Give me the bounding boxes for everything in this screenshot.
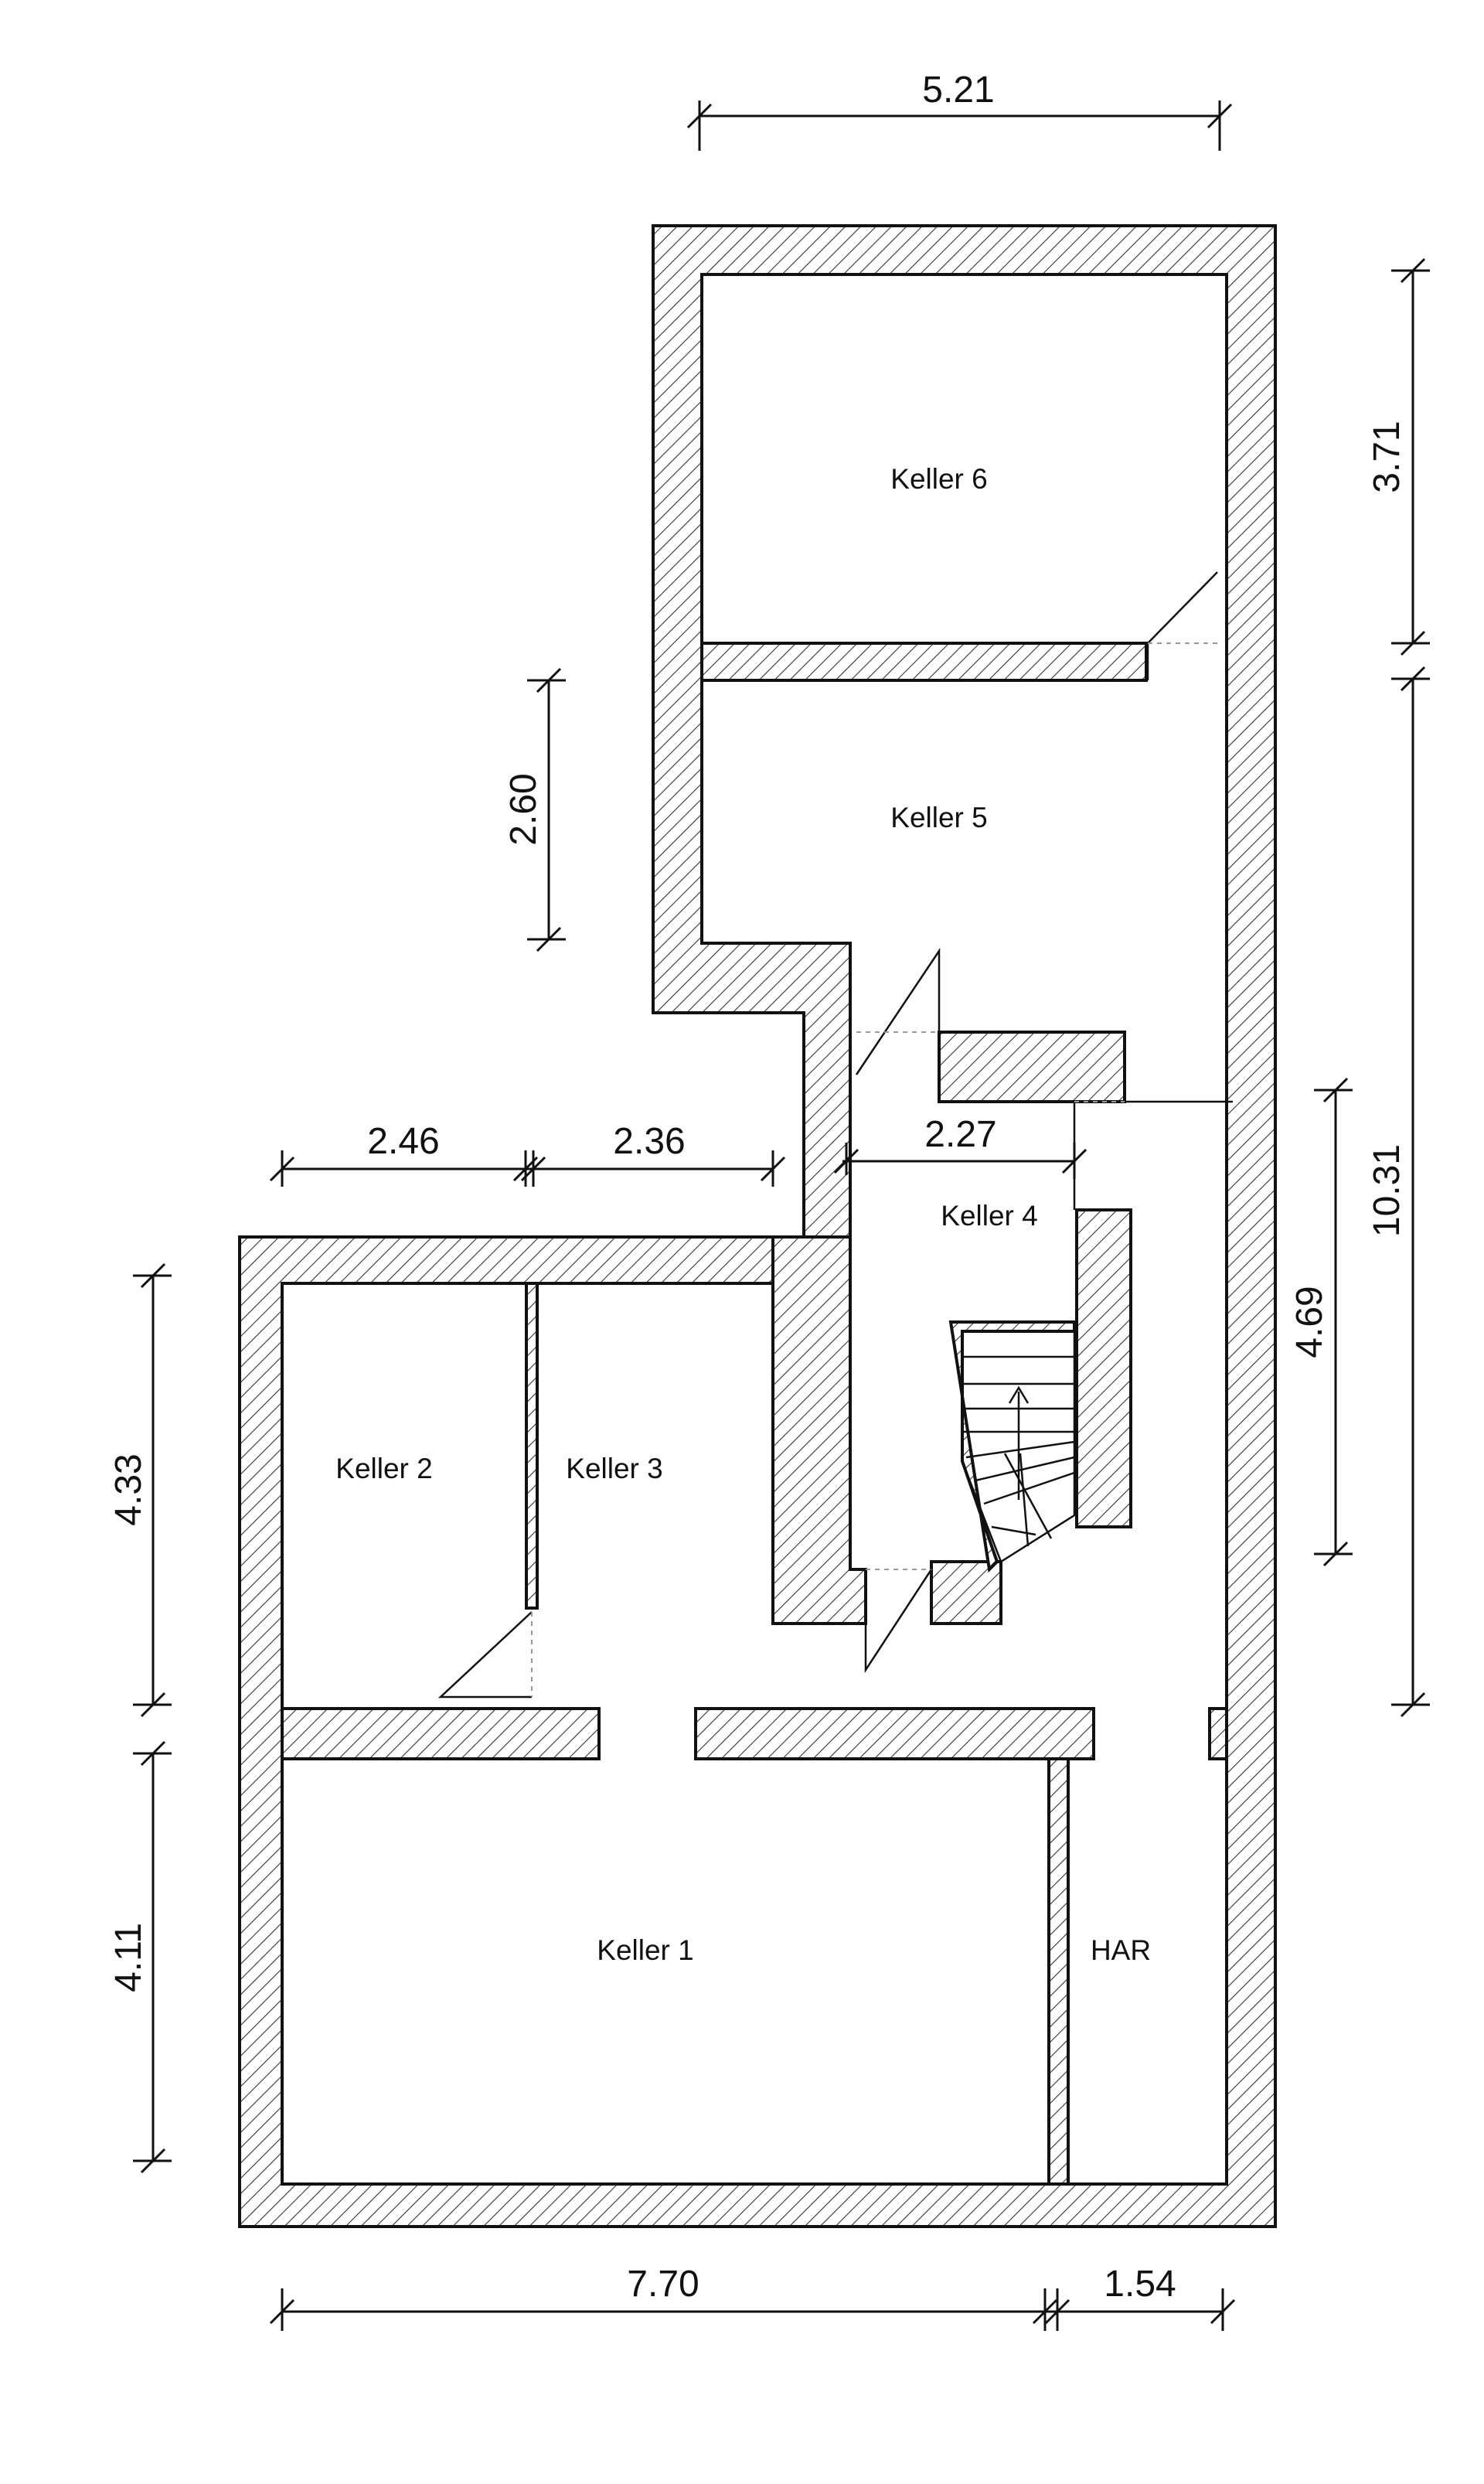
room-label-keller3: Keller 3 bbox=[566, 1453, 662, 1484]
dim-keller1-height: 4.11 bbox=[108, 1740, 172, 2174]
walls bbox=[238, 224, 1277, 2228]
dim-label-keller4-width: 2.27 bbox=[924, 1114, 996, 1155]
room-label-keller4: Keller 4 bbox=[941, 1200, 1037, 1232]
wall-stair-base bbox=[930, 1560, 1002, 1625]
dim-label-left-step-a: 2.46 bbox=[367, 1121, 439, 1162]
wall-har-right-stub bbox=[1208, 1707, 1228, 1760]
dim-keller6-height: 3.71 bbox=[1367, 257, 1430, 656]
room-label-har: HAR bbox=[1091, 1934, 1151, 1966]
door-keller3 bbox=[437, 1611, 533, 1699]
room-label-keller1: Keller 1 bbox=[597, 1934, 693, 1966]
room-label-keller2: Keller 2 bbox=[335, 1453, 432, 1484]
wall-k2-k3 bbox=[525, 1282, 539, 1610]
dim-label-keller1-height: 4.11 bbox=[108, 1923, 149, 1992]
wall-k6-k5 bbox=[700, 642, 1148, 682]
dim-top-width: 5.21 bbox=[686, 70, 1233, 151]
dim-label-right-total: 10.31 bbox=[1367, 1144, 1407, 1237]
dim-label-keller4-height: 4.69 bbox=[1289, 1286, 1330, 1358]
dim-keller23-height: 4.33 bbox=[108, 1262, 172, 1718]
outer-wall-upper bbox=[238, 224, 1277, 2228]
wall-k4-left bbox=[771, 1235, 867, 1625]
stair-arrow-icon bbox=[1008, 1385, 1030, 1500]
door-keller5 bbox=[855, 947, 941, 1075]
stairs bbox=[948, 1320, 1076, 1573]
dim-label-keller6-height: 3.71 bbox=[1367, 421, 1407, 492]
dim-label-keller23-height: 4.33 bbox=[108, 1453, 149, 1525]
room-label-keller5: Keller 5 bbox=[890, 802, 987, 833]
room-label-keller6: Keller 6 bbox=[890, 463, 987, 495]
dim-keller5-height: 2.60 bbox=[503, 667, 566, 952]
dim-keller4-width: 2.27 bbox=[833, 1114, 1087, 1179]
dim-label-left-step-b: 2.36 bbox=[613, 1121, 685, 1162]
wall-k23-k1-left bbox=[281, 1707, 601, 1760]
wall-k4-right bbox=[1075, 1208, 1132, 1528]
dimension-lines: 5.21 3.71 10.31 4.69 bbox=[108, 70, 1430, 2331]
door-keller4-upper bbox=[1073, 1100, 1233, 1210]
door-keller6 bbox=[1146, 571, 1218, 680]
dim-left-steps: 2.46 2.36 bbox=[269, 1121, 786, 1187]
wall-k4-right-upper bbox=[938, 1031, 1126, 1103]
stair-stringer bbox=[948, 1320, 1076, 1573]
wall-k23-k1-right bbox=[694, 1707, 1095, 1760]
dim-label-bottom-main: 7.70 bbox=[627, 2264, 699, 2305]
dim-label-bottom-har: 1.54 bbox=[1104, 2264, 1176, 2305]
stair-outline bbox=[961, 1330, 1076, 1563]
door-keller4-lower bbox=[864, 1569, 933, 1674]
wall-k1-har bbox=[1047, 1757, 1070, 2186]
room-labels: Keller 6 Keller 5 Keller 4 Keller 2 Kell… bbox=[335, 463, 1151, 1966]
dim-label-keller5-height: 2.60 bbox=[503, 773, 544, 845]
dim-keller4-height: 4.69 bbox=[1289, 1077, 1353, 1567]
dim-label-top-width: 5.21 bbox=[922, 70, 994, 111]
dim-right-total: 10.31 bbox=[1367, 666, 1430, 1718]
dim-bottom: 7.70 1.54 bbox=[269, 2264, 1236, 2331]
